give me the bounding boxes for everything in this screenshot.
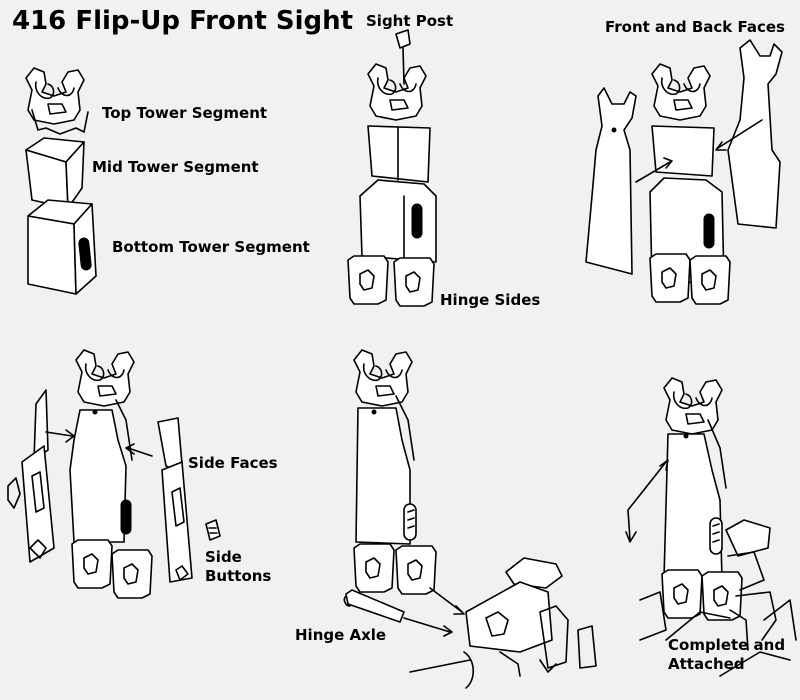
- label-hinge-sides: Hinge Sides: [440, 291, 540, 309]
- label-side-faces: Side Faces: [188, 454, 278, 472]
- label-hinge-axle: Hinge Axle: [295, 626, 386, 644]
- label-complete-line2: Attached: [668, 655, 745, 673]
- panel-front-back-faces: Front and Back Faces: [585, 18, 785, 305]
- panel-sight-post: Sight Post Hinge Sides: [347, 12, 540, 309]
- label-mid-tower-segment: Mid Tower Segment: [92, 158, 259, 176]
- label-sight-post: Sight Post: [366, 12, 453, 30]
- panel-side-faces: Side Faces Side Buttons: [7, 349, 278, 599]
- label-bottom-tower-segment: Bottom Tower Segment: [112, 238, 310, 256]
- label-complete-line1: Complete and: [668, 636, 785, 654]
- diagram-title: 416 Flip-Up Front Sight: [12, 6, 353, 36]
- label-side-buttons-line1: Side: [205, 548, 242, 566]
- panel-exploded-segments: Top Tower Segment Mid Tower Segment Bott…: [25, 67, 310, 295]
- label-top-tower-segment: Top Tower Segment: [102, 104, 267, 122]
- panel-complete-attached: Complete and Attached: [625, 377, 797, 677]
- label-side-buttons-line2: Buttons: [205, 567, 271, 585]
- label-front-and-back-faces: Front and Back Faces: [605, 18, 785, 36]
- panel-hinge-axle: Hinge Axle: [295, 349, 597, 689]
